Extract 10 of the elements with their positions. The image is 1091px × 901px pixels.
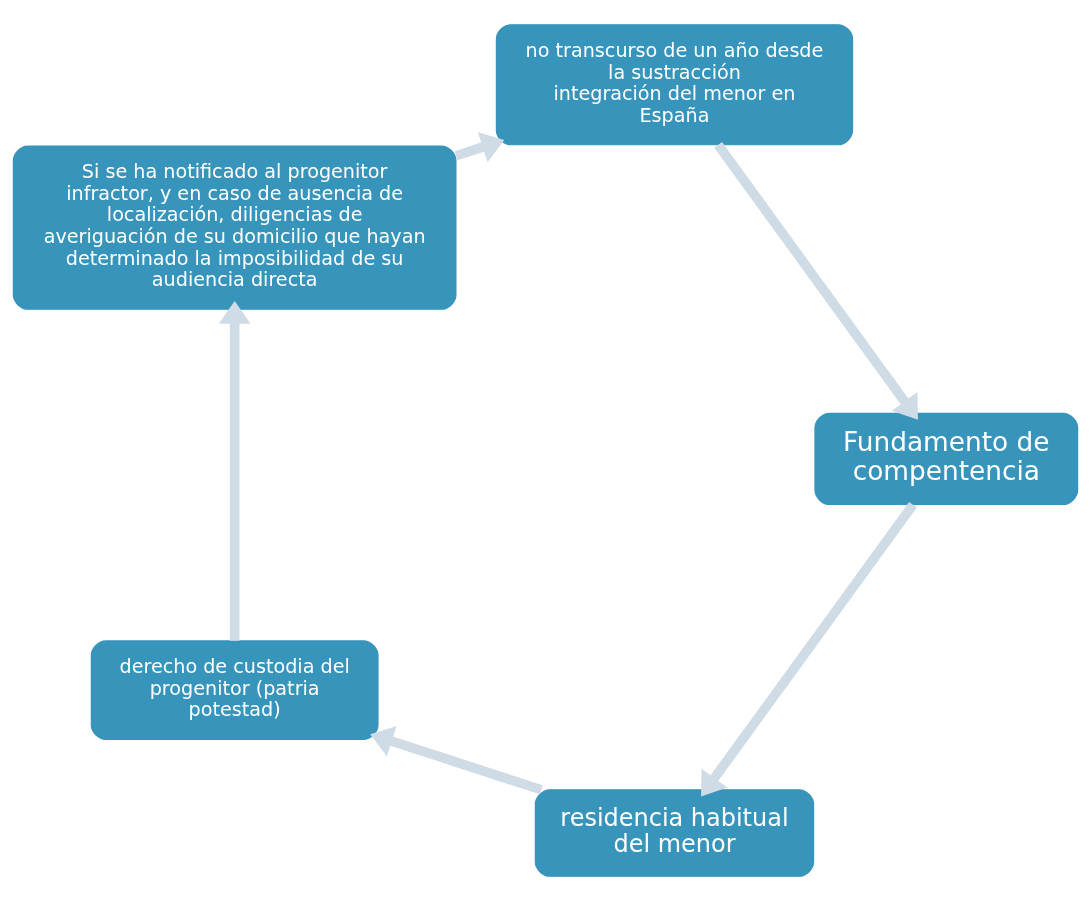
node-box: no transcurso de un año desde la sustracción integración del menor en España [495, 24, 854, 146]
arrow [454, 131, 505, 163]
node-box: Si se ha notificado al progenitor infractor, y en caso de ausencia de localización, diligencias de averiguación de su domicilio que hayan determinado la imposibilidad de su audiencia directa [12, 145, 457, 310]
node-box: Fundamento de compentencia [814, 412, 1079, 506]
arrow [218, 301, 251, 641]
node-box: derecho de custodia del progenitor (patria potestad) [90, 640, 379, 740]
arrow [701, 501, 917, 797]
arrow [714, 142, 918, 420]
arrow [370, 726, 543, 795]
node-box: residencia habitual del menor [534, 789, 815, 877]
